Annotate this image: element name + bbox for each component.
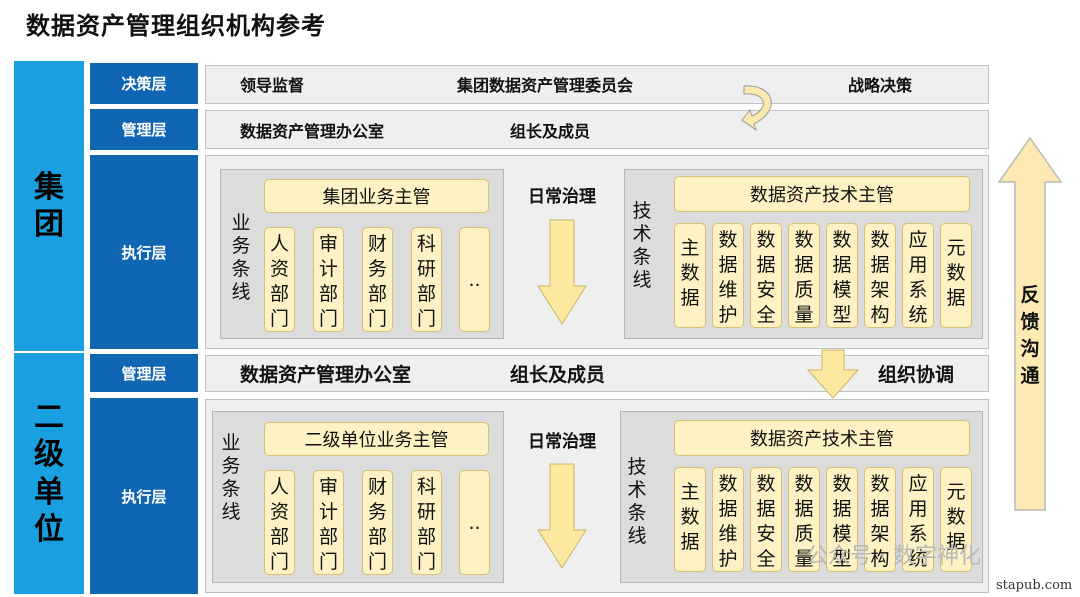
secondary-dept-2: 财务部门 [362, 470, 393, 575]
group-tech-role-6: 应用系统 [902, 223, 934, 328]
group-tech-role-2: 数据安全 [750, 223, 782, 328]
management-band-2 [205, 355, 989, 392]
secondary-tech-role-4: 数据模型 [826, 467, 858, 572]
down-arrow-small-icon [806, 349, 860, 399]
management2-members: 组长及成员 [510, 364, 606, 386]
group-tech-role-1: 数据维护 [712, 223, 744, 328]
management2-office: 数据资产管理办公室 [240, 364, 412, 386]
group-tech-role-4: 数据模型 [826, 223, 858, 328]
org-secondary-label: 二级单位 [34, 399, 64, 548]
layer-management: 管理层 [90, 109, 198, 150]
feedback-label: 反馈沟通 [1020, 284, 1040, 387]
group-tech-head: 数据资产技术主管 [674, 176, 970, 212]
secondary-tech-role-2: 数据安全 [750, 467, 782, 572]
layer-execution: 执行层 [90, 155, 198, 349]
decision-band [205, 65, 989, 104]
group-dept-4: .. [459, 227, 490, 332]
secondary-tech-role-6: 应用系统 [902, 467, 934, 572]
watermark: 公众号 · 数字神化 [806, 544, 981, 569]
group-dept-3: 科研部门 [411, 227, 442, 332]
group-business-head: 集团业务主管 [264, 179, 489, 213]
group-dept-2: 财务部门 [362, 227, 393, 332]
group-tech-role-3: 数据质量 [788, 223, 820, 328]
org-secondary: 二级单位 [14, 353, 84, 594]
decision-strategy: 战略决策 [848, 76, 913, 95]
down-arrow-2-icon [537, 463, 587, 569]
group-tech-role-0: 主数据 [674, 223, 706, 328]
down-arrow-icon [537, 219, 587, 325]
group-business-line: 业务条线 [231, 212, 251, 303]
group-daily-governance: 日常治理 [528, 187, 596, 207]
secondary-tech-head: 数据资产技术主管 [674, 420, 970, 456]
group-tech-line: 技术条线 [632, 200, 652, 291]
secondary-tech-role-7: 元数据 [940, 467, 972, 572]
secondary-dept-3: 科研部门 [411, 470, 442, 575]
decision-leader: 领导监督 [240, 76, 305, 95]
feedback-up-arrow-icon [997, 136, 1063, 511]
group-tech-role-5: 数据架构 [864, 223, 896, 328]
secondary-tech-line: 技术条线 [627, 456, 647, 547]
layer-management-2: 管理层 [90, 354, 198, 392]
page-title: 数据资产管理组织机构参考 [26, 12, 326, 40]
secondary-daily-governance: 日常治理 [528, 432, 596, 452]
group-tech-role-7: 元数据 [940, 223, 972, 328]
secondary-dept-4: .. [459, 470, 490, 575]
org-group-label: 集团 [34, 169, 64, 243]
group-dept-0: 人资部门 [264, 227, 295, 332]
decision-committee: 集团数据资产管理委员会 [457, 76, 634, 95]
secondary-business-line: 业务条线 [221, 432, 241, 523]
secondary-tech-role-0: 主数据 [674, 467, 706, 572]
site-label: stapub.com [996, 578, 1073, 593]
management-members: 组长及成员 [510, 122, 591, 141]
secondary-business-head: 二级单位业务主管 [264, 422, 489, 456]
layer-decision: 决策层 [90, 63, 198, 104]
management-office: 数据资产管理办公室 [240, 122, 385, 141]
management-band [205, 110, 989, 149]
layer-execution-2: 执行层 [90, 398, 198, 594]
secondary-dept-1: 审计部门 [313, 470, 344, 575]
org-group: 集团 [14, 61, 84, 351]
secondary-tech-role-3: 数据质量 [788, 467, 820, 572]
secondary-tech-role-5: 数据架构 [864, 467, 896, 572]
management2-coordination: 组织协调 [878, 364, 955, 386]
group-dept-1: 审计部门 [313, 227, 344, 332]
secondary-tech-role-1: 数据维护 [712, 467, 744, 572]
curved-arrow-icon [741, 85, 772, 132]
secondary-dept-0: 人资部门 [264, 470, 295, 575]
